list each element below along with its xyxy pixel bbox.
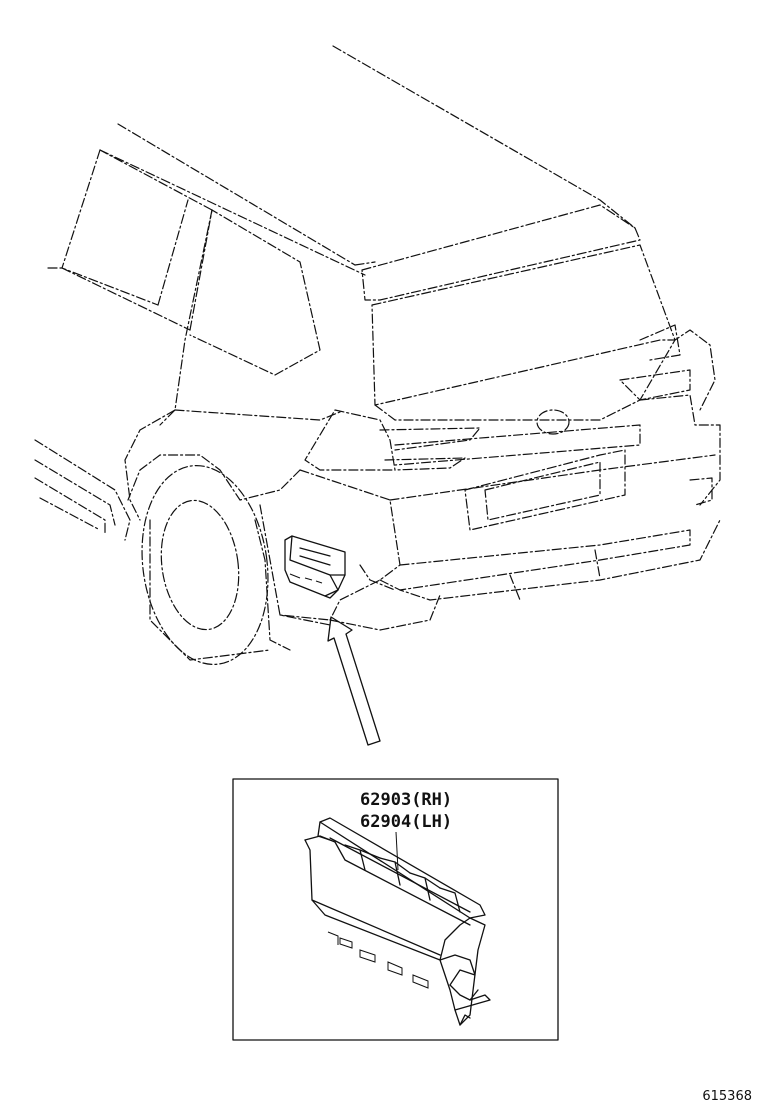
part-number-rh: 62903(RH) (360, 790, 452, 810)
figure-code: 615368 (702, 1089, 752, 1104)
pointer-arrow (327, 616, 381, 746)
detail-box (232, 778, 559, 1041)
duct-location-on-vehicle (284, 535, 346, 599)
vehicle-outline (34, 45, 721, 666)
part-number-lh: 62904(LH) (360, 812, 452, 832)
air-duct-part (304, 817, 491, 1026)
